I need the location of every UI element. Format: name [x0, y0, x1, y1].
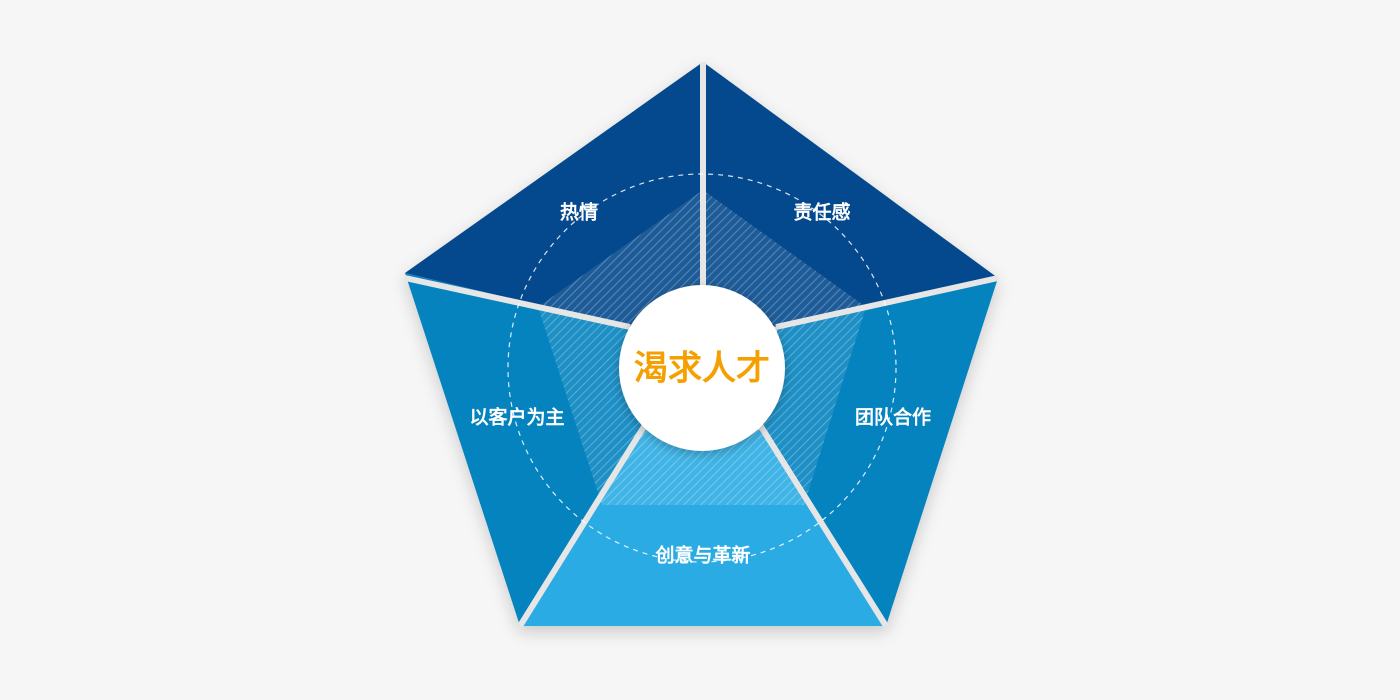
segment-label-passion: 热情: [560, 201, 598, 224]
dashed-ring: [507, 173, 897, 563]
segment-label-customer-first: 以客户为主: [469, 406, 564, 429]
segment-dividers: [404, 62, 999, 628]
segment-label-innovation: 创意与革新: [654, 544, 750, 567]
center-label: 渴求人才: [634, 349, 770, 389]
segment-innovation: [520, 430, 886, 626]
segment-label-teamwork: 团队合作: [855, 406, 931, 429]
center-circle: [619, 285, 785, 451]
segment-label-responsibility: 责任感: [793, 201, 850, 224]
